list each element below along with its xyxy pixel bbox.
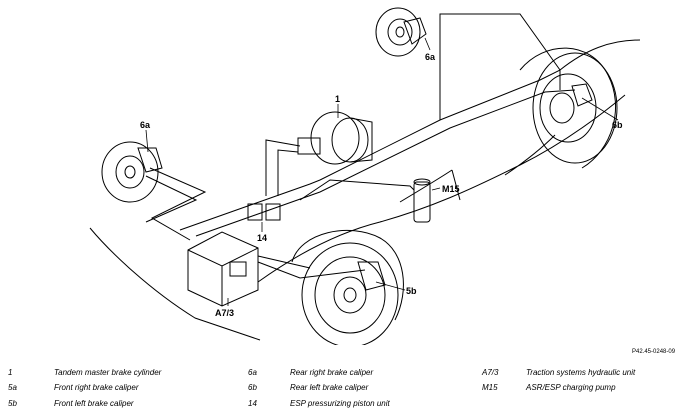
legend-text: Tandem master brake cylinder	[54, 368, 162, 377]
legend-item: 6b Rear left brake caliper	[248, 381, 478, 395]
callout-a7-3: A7/3	[215, 308, 234, 318]
callout-5b: 5b	[406, 286, 417, 296]
callout-1: 1	[335, 94, 340, 104]
callout-6a-top: 6a	[425, 52, 436, 62]
reference-code: P42.45-0248-09	[632, 349, 676, 355]
legend-code: 5a	[8, 383, 17, 392]
legend-item: M15 ASR/ESP charging pump	[482, 381, 692, 395]
asr-esp-charging-pump	[413, 178, 431, 223]
legend-item: 5a Front right brake caliper	[8, 381, 238, 395]
front-left-wheel	[301, 242, 399, 345]
rear-left-wheel	[532, 52, 618, 164]
legend-code: 6a	[248, 368, 257, 377]
legend-code: 14	[248, 399, 257, 408]
brake-line-master	[265, 139, 415, 201]
legend-text: ESP pressurizing piston unit	[290, 399, 390, 408]
legend-text: Rear left brake caliper	[290, 383, 369, 392]
legend-item: 1 Tandem master brake cylinder	[8, 366, 238, 380]
legend-code: M15	[482, 383, 498, 392]
legend-text: Front left brake caliper	[54, 399, 134, 408]
legend-text: Traction systems hydraulic unit	[526, 368, 636, 377]
legend-item: 6a Rear right brake caliper	[248, 366, 478, 380]
legend-item: 14 ESP pressurizing piston unit	[248, 397, 478, 411]
legend-code: 5b	[8, 399, 17, 408]
legend-text: ASR/ESP charging pump	[526, 383, 616, 392]
legend-text: Front right brake caliper	[54, 383, 139, 392]
front-wheel-arch	[291, 230, 404, 321]
legend-item: 5b Front left brake caliper	[8, 397, 238, 411]
callout-m15: M15	[442, 184, 460, 194]
brake-line-front-left	[257, 255, 366, 279]
legend: 1 Tandem master brake cylinder 5a Front …	[0, 366, 696, 419]
brake-line-rear	[179, 13, 576, 237]
front-right-brake-disc	[101, 141, 163, 203]
tandem-master-brake-cylinder	[297, 111, 373, 165]
legend-text: Rear right brake caliper	[290, 368, 374, 377]
callout-14: 14	[257, 233, 267, 243]
brake-system-diagram: 1 6a 6a 6b 14 M15 A7/3 5b	[89, 7, 641, 345]
legend-code: 1	[8, 368, 13, 377]
callout-6b: 6b	[612, 120, 623, 130]
rear-right-brake-disc	[375, 7, 427, 57]
legend-item: A7/3 Traction systems hydraulic unit	[482, 366, 692, 380]
callout-6a-left: 6a	[140, 120, 151, 130]
rear-wheel-arch	[519, 47, 616, 169]
car-body-outline	[89, 39, 641, 341]
legend-code: A7/3	[482, 368, 499, 377]
traction-hydraulic-unit	[187, 231, 259, 307]
legend-code: 6b	[248, 383, 257, 392]
esp-pressurizing-piston-unit	[247, 203, 281, 221]
brake-line-front-right	[145, 167, 207, 241]
